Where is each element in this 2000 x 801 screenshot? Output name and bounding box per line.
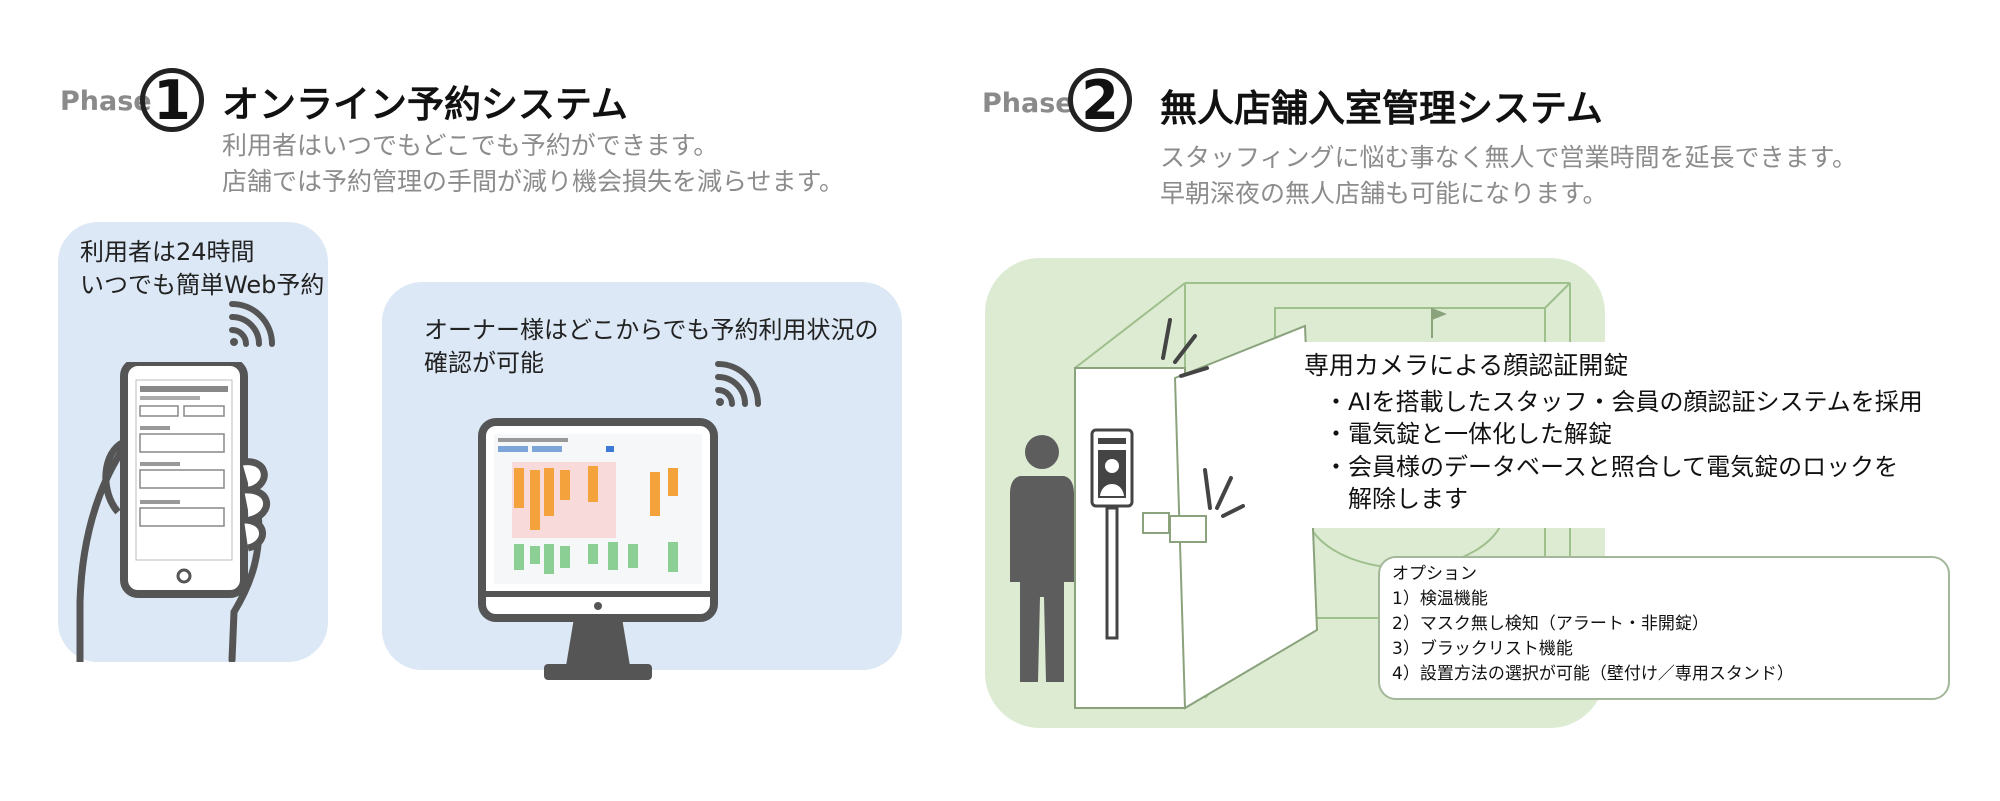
wifi-icon <box>715 361 761 407</box>
face-auth-item-1: ・AIを搭載したスタッフ・会員の顔認証システムを採用 <box>1324 388 1923 416</box>
phase1-number: 1 <box>140 68 204 132</box>
user-bubble-line-1: 利用者は24時間 <box>80 238 255 266</box>
face-auth-item-3: ・会員様のデータベースと照合して電気錠のロックを <box>1324 453 1899 481</box>
user-bubble-line-2: いつでも簡単Web予約 <box>80 271 325 299</box>
face-auth-info-box <box>1296 342 1976 528</box>
owner-bubble-line-1: オーナー様はどこからでも予約利用状況の <box>424 316 879 344</box>
option-item-4: 4）設置方法の選択が可能（壁付け／専用スタンド） <box>1392 664 1794 684</box>
phase2-title: 無人店舗入室管理システム <box>1160 87 1603 130</box>
option-box <box>1378 556 1950 700</box>
phase1-title: オンライン予約システム <box>222 83 628 126</box>
phase2-desc-2: 早朝深夜の無人店舗も可能になります。 <box>1160 179 1608 208</box>
phase2-label: Phase <box>982 88 1074 119</box>
option-item-3: 3）ブラックリスト機能 <box>1392 639 1573 659</box>
phase2-number: 2 <box>1068 68 1132 132</box>
phase2-desc-1: スタッフィングに悩む事なく無人で営業時間を延長できます。 <box>1160 143 1858 172</box>
golf-flag-icon <box>1431 308 1447 338</box>
face-auth-item-4: 解除します <box>1348 485 1468 513</box>
face-camera-icon <box>1090 428 1134 640</box>
person-icon <box>1010 435 1074 682</box>
smartphone-icon <box>76 362 271 662</box>
monitor-icon <box>478 418 718 680</box>
option-item-1: 1）検温機能 <box>1392 589 1488 609</box>
option-item-2: 2）マスク無し検知（アラート・非開錠） <box>1392 614 1709 634</box>
wifi-icon <box>229 301 275 347</box>
face-auth-title: 専用カメラによる顔認証開錠 <box>1304 351 1629 380</box>
phase1-desc-2: 店舗では予約管理の手間が減り機会損失を減らせます。 <box>222 167 845 196</box>
owner-bubble-line-2: 確認が可能 <box>424 349 544 377</box>
phase1-label: Phase <box>60 86 152 117</box>
phase1-desc-1: 利用者はいつでもどこでも予約ができます。 <box>222 131 719 160</box>
option-title: オプション <box>1392 564 1477 584</box>
face-auth-item-2: ・電気錠と一体化した解錠 <box>1324 420 1612 448</box>
